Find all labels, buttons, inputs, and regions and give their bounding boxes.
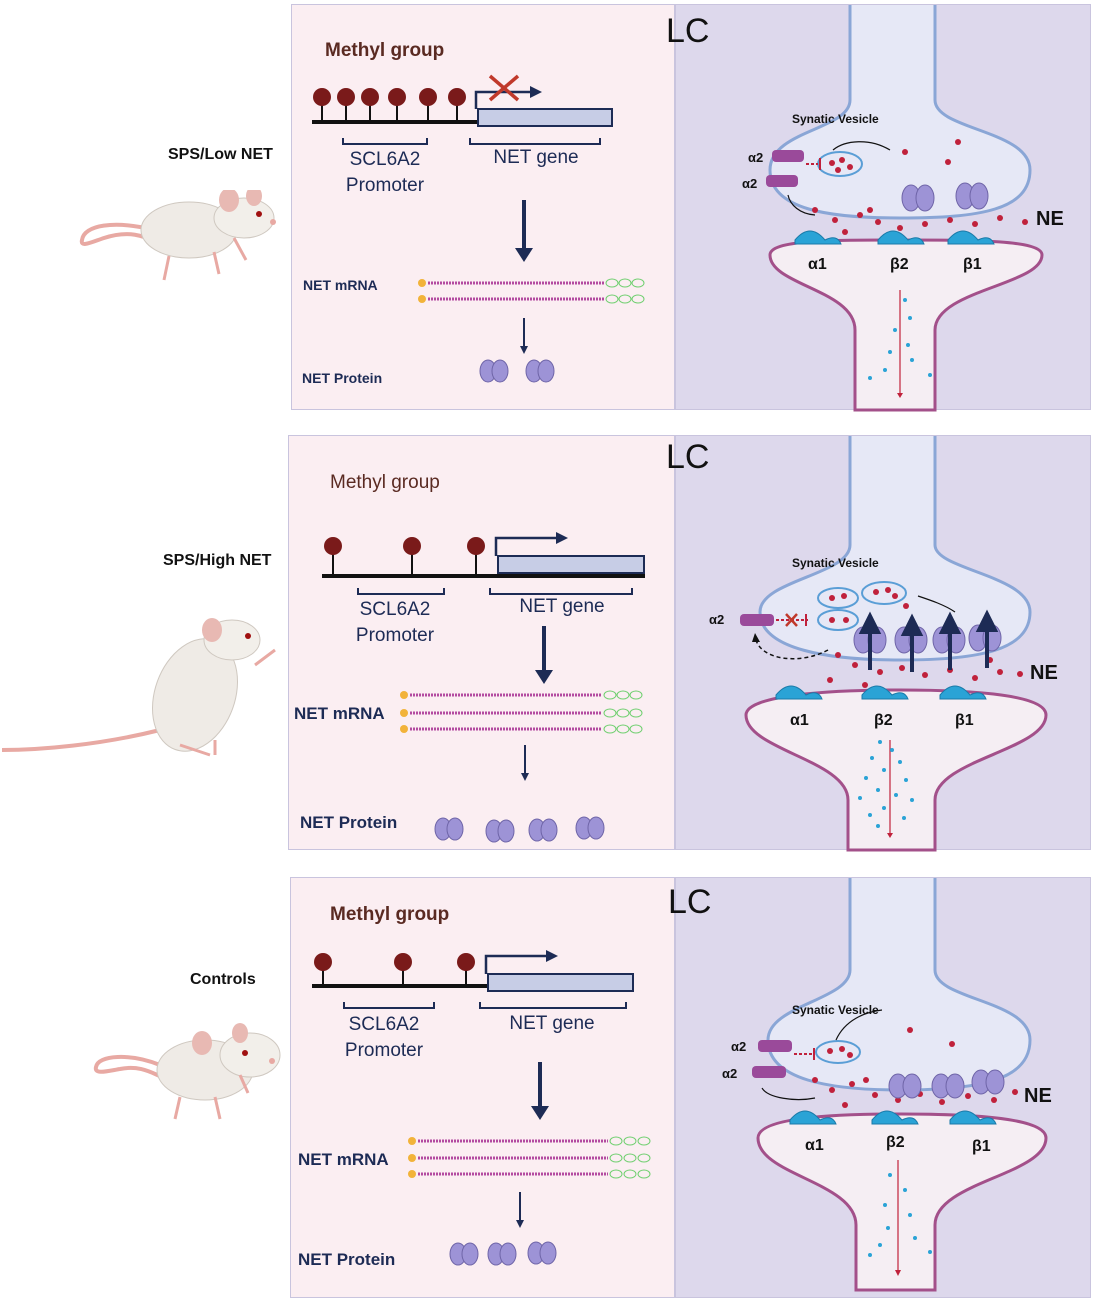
synaptic-vesicle-label: Synatic Vesicle bbox=[792, 112, 879, 126]
receptor-label-beta2: β2 bbox=[886, 1134, 905, 1151]
receptor-label-beta2: β2 bbox=[890, 256, 909, 273]
receptor-label-alpha1: α1 bbox=[790, 712, 809, 729]
signal-dots bbox=[868, 1173, 932, 1257]
ne-dots bbox=[827, 587, 1023, 688]
promoter-label-line1: SCL6A2 bbox=[359, 599, 431, 620]
alpha2-receptors bbox=[752, 1040, 792, 1078]
group-label: Controls bbox=[190, 971, 256, 988]
receptor-label-beta2: β2 bbox=[874, 712, 893, 729]
receptor-label-beta1: β1 bbox=[972, 1138, 991, 1155]
net-protein-icons bbox=[434, 816, 605, 843]
net-protein-label: NET Protein bbox=[300, 813, 398, 832]
methyl-title: Methyl group bbox=[325, 40, 445, 61]
promoter-label-line1: SCL6A2 bbox=[348, 1014, 420, 1035]
net-protein-icons bbox=[449, 1241, 557, 1266]
signal-dots bbox=[858, 740, 914, 828]
alpha2-label: α2 bbox=[709, 612, 725, 627]
net-transporters bbox=[901, 182, 989, 212]
mrna-strands bbox=[408, 1136, 651, 1179]
net-gene-label: NET gene bbox=[519, 596, 605, 617]
alpha2-label: α2 bbox=[748, 150, 764, 165]
methyl-title: Methyl group bbox=[330, 904, 450, 925]
net-protein-icons bbox=[479, 359, 555, 383]
promoter-label-line2: Promoter bbox=[355, 625, 435, 646]
net-mrna-label: NET mRNA bbox=[294, 704, 385, 723]
gene-diagram bbox=[322, 532, 645, 843]
promoter-label-line2: Promoter bbox=[344, 1040, 424, 1061]
net-gene-label: NET gene bbox=[509, 1013, 595, 1034]
synaptic-vesicle-label: Synatic Vesicle bbox=[792, 556, 879, 570]
receptor-label-beta1: β1 bbox=[963, 256, 982, 273]
mrna-strands bbox=[418, 278, 645, 304]
promoter-label-line2: Promoter bbox=[345, 175, 425, 196]
receptor-label-alpha1: α1 bbox=[808, 256, 827, 273]
gene-panel bbox=[291, 4, 675, 410]
net-mrna-label: NET mRNA bbox=[298, 1150, 389, 1169]
synapse-diagram bbox=[766, 5, 1044, 412]
net-protein-label: NET Protein bbox=[298, 1250, 396, 1269]
alpha2-label: α2 bbox=[731, 1039, 747, 1054]
gene-diagram bbox=[312, 74, 645, 383]
net-mrna-label: NET mRNA bbox=[303, 277, 378, 293]
methyl-title: Methyl group bbox=[330, 472, 440, 493]
lc-label: LC bbox=[668, 883, 712, 921]
mrna-strands bbox=[400, 690, 643, 734]
signal-dots bbox=[868, 298, 932, 380]
alpha2-label: α2 bbox=[722, 1066, 738, 1081]
net-gene-label: NET gene bbox=[493, 147, 579, 168]
alpha2-receptor bbox=[740, 614, 774, 626]
block-x bbox=[488, 74, 520, 102]
promoter-label-line1: SCL6A2 bbox=[349, 149, 421, 170]
ne-label: NE bbox=[1030, 662, 1058, 684]
vesicles bbox=[817, 581, 907, 631]
lc-label: LC bbox=[666, 438, 710, 476]
alpha2-label: α2 bbox=[742, 176, 758, 191]
group-label: SPS/High NET bbox=[163, 552, 272, 569]
receptor-label-beta1: β1 bbox=[955, 712, 974, 729]
net-transporters bbox=[888, 1069, 1005, 1099]
mouse-illustration bbox=[79, 190, 276, 281]
receptor-label-alpha1: α1 bbox=[805, 1137, 824, 1154]
methyl-pins bbox=[324, 537, 485, 576]
net-protein-label: NET Protein bbox=[302, 370, 383, 386]
ne-label: NE bbox=[1024, 1085, 1052, 1107]
reuptake-arrows bbox=[858, 609, 999, 672]
mouse-illustration bbox=[1, 618, 276, 757]
mouse-illustration bbox=[93, 1023, 281, 1120]
alpha2-receptors bbox=[766, 150, 804, 187]
synapse-diagram bbox=[740, 436, 1048, 852]
ne-dots bbox=[812, 139, 1028, 235]
lc-label: LC bbox=[666, 12, 710, 50]
postsynaptic-receptors bbox=[794, 230, 995, 245]
ne-label: NE bbox=[1036, 208, 1064, 230]
ne-dots bbox=[812, 1027, 1018, 1108]
methyl-pins bbox=[313, 88, 466, 122]
postsynaptic-receptors bbox=[789, 1110, 997, 1125]
gene-panel bbox=[288, 435, 675, 850]
methyl-pins bbox=[314, 953, 475, 986]
synaptic-vesicle-label: Synatic Vesicle bbox=[792, 1003, 879, 1017]
gene-panel bbox=[290, 877, 675, 1298]
postsynaptic-receptors bbox=[775, 685, 987, 700]
group-label: SPS/Low NET bbox=[168, 146, 273, 163]
